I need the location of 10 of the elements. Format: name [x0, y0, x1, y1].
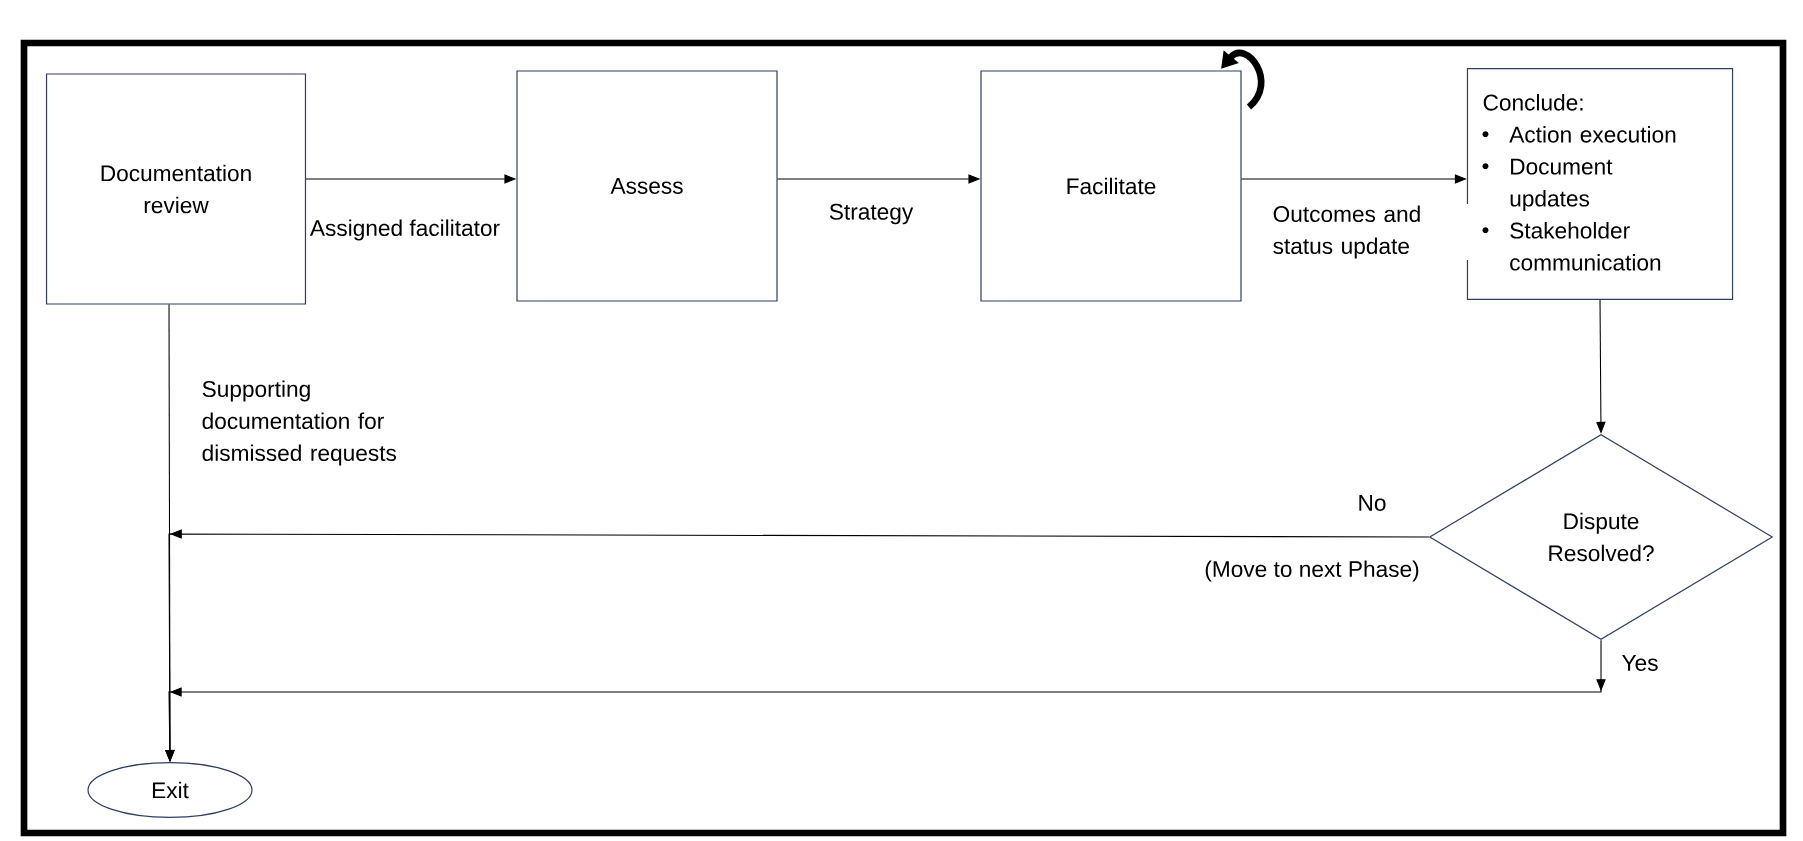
edge-label: No — [1356, 493, 1388, 513]
edge-label: Outcomes and status update — [1271, 204, 1481, 260]
process-box: Assess — [516, 70, 778, 302]
edge-label: Supporting documentation for dismissed requests — [200, 379, 422, 467]
process-box: Conclude: Action execution Document updates Stakeholder communication — [1466, 67, 1734, 301]
edge-label: Assigned facilitator — [308, 218, 502, 242]
process-box: Documentation review — [45, 73, 307, 305]
process-box: Facilitate — [980, 70, 1242, 302]
edge-label: Yes — [1620, 653, 1660, 673]
edge-label: Strategy — [827, 202, 915, 226]
